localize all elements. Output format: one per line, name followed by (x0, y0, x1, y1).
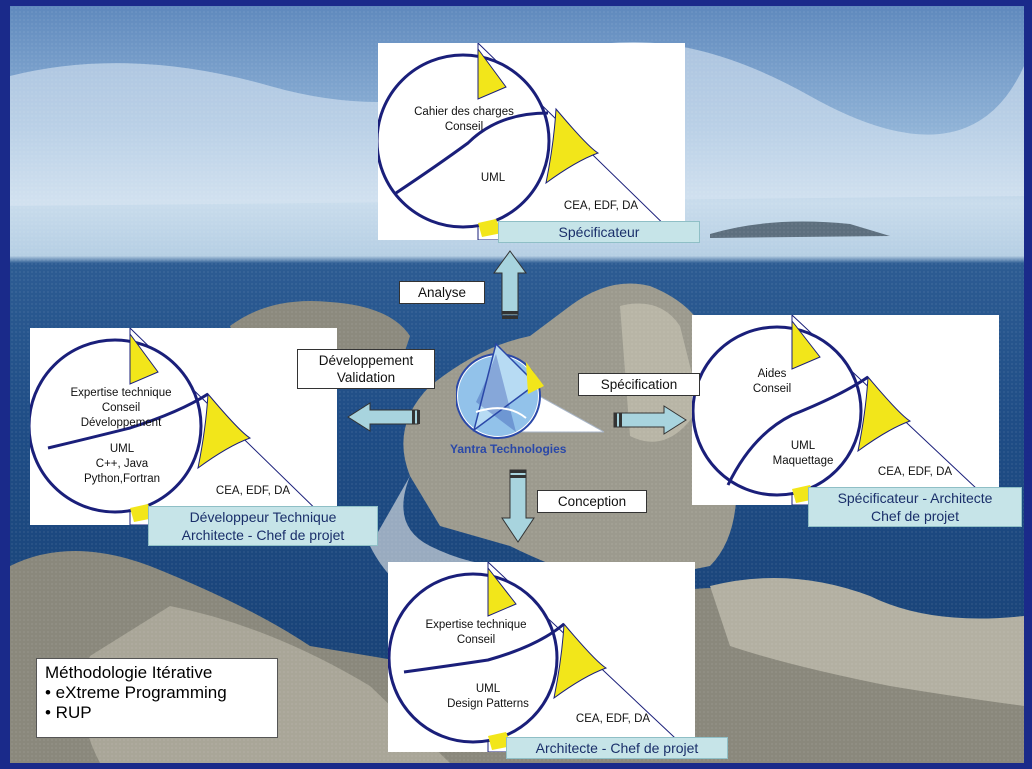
role-label-right: Spécificateur - Architecte Chef de proje… (808, 487, 1022, 527)
left-corner-text: CEA, EDF, DA (215, 485, 291, 497)
legend-item: • RUP (45, 703, 92, 722)
card-specification: Aides Conseil UML Maquettage CEA, EDF, D… (692, 315, 999, 505)
label-developpement: Développement Validation (297, 349, 435, 389)
role-label-bottom: Architecte - Chef de projet (506, 737, 728, 759)
role-line: Spécificateur - Architecte (837, 490, 993, 506)
top-upper-line: Conseil (444, 121, 484, 133)
yantra-logo (456, 342, 604, 439)
diagram-scene: Cahier des charges Conseil UML CEA, EDF,… (10, 6, 1024, 763)
label-line: Validation (336, 370, 396, 385)
role-label-top: Spécificateur (498, 221, 700, 243)
role-line: Développeur Technique (189, 509, 337, 525)
right-lower-line: UML (790, 440, 816, 452)
left-upper-line: Développement (80, 417, 162, 429)
bottom-upper-line: Conseil (456, 634, 496, 646)
bottom-corner-text: CEA, EDF, DA (575, 713, 651, 725)
left-lower-line: UML (109, 443, 135, 455)
arrow-up (493, 250, 527, 319)
card-analyse: Cahier des charges Conseil UML CEA, EDF,… (378, 43, 685, 240)
bottom-lower-line: Design Patterns (447, 698, 529, 710)
right-upper-line: Aides (757, 368, 787, 380)
left-upper-line: Expertise technique (70, 387, 172, 399)
right-lower-line: Maquettage (772, 455, 834, 467)
logo-text: Yantra Technologies (450, 442, 567, 456)
left-lower-line: C++, Java (95, 458, 149, 470)
role-label-left: Développeur Technique Architecte - Chef … (148, 506, 378, 546)
bottom-upper-line: Expertise technique (425, 619, 527, 631)
top-upper-line: Cahier des charges (414, 106, 514, 118)
role-line: Architecte - Chef de projet (181, 527, 345, 543)
right-upper-line: Conseil (752, 383, 792, 395)
top-lower-line: UML (480, 172, 506, 184)
left-lower-line: Python,Fortran (83, 473, 161, 485)
legend-item: • eXtreme Programming (45, 683, 227, 702)
label-line: Développement (318, 353, 414, 368)
left-upper-line: Conseil (101, 402, 141, 414)
role-line: Chef de projet (871, 508, 959, 524)
card-conception: Expertise technique Conseil UML Design P… (388, 562, 695, 752)
label-conception: Conception (537, 490, 647, 513)
arrow-right (613, 405, 687, 435)
label-analyse: Analyse (399, 281, 485, 304)
top-corner-text: CEA, EDF, DA (563, 200, 639, 212)
legend-title: Méthodologie Itérative (45, 663, 213, 682)
bottom-lower-line: UML (475, 683, 501, 695)
card-developpement: Expertise technique Conseil Développemen… (30, 328, 337, 525)
arrow-left (347, 402, 420, 432)
label-specification: Spécification (578, 373, 700, 396)
right-corner-text: CEA, EDF, DA (877, 466, 953, 478)
role-line: Architecte - Chef de projet (535, 740, 699, 756)
role-line: Spécificateur (558, 224, 640, 240)
legend-box: Méthodologie Itérative • eXtreme Program… (36, 658, 278, 738)
arrow-down (501, 469, 535, 543)
